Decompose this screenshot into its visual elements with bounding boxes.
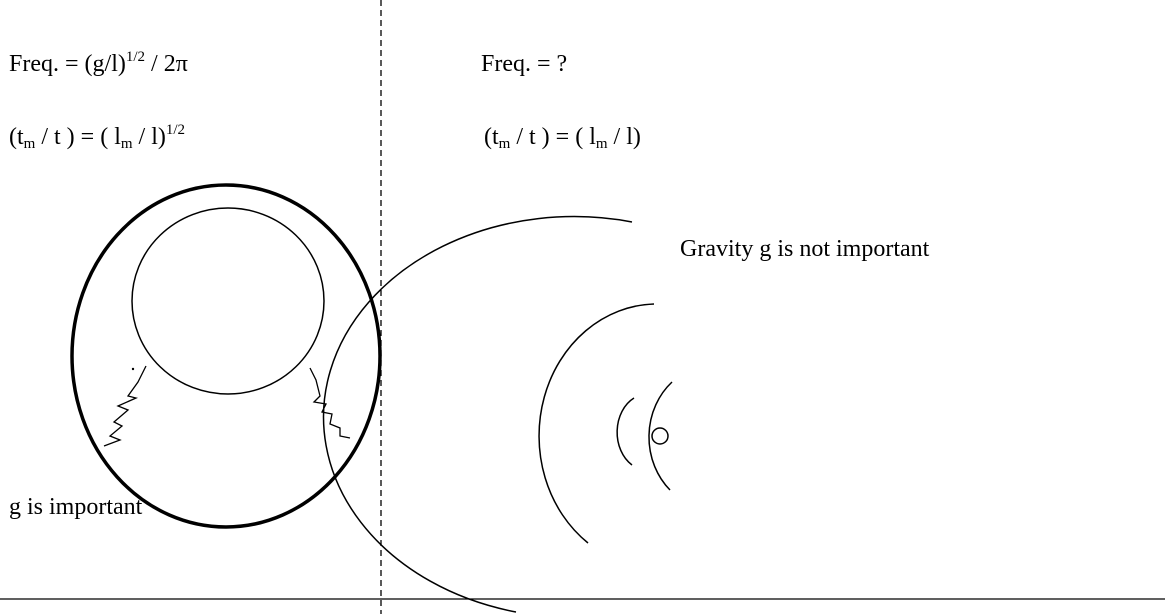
left-freq-exponent: 1/2 xyxy=(125,49,146,65)
right-ratio-t-sub: m xyxy=(498,136,511,152)
wave-front-2 xyxy=(648,381,673,491)
left-freq-prefix: Freq. = (g/l) xyxy=(9,51,126,77)
left-ratio-l-sub: m xyxy=(120,136,133,152)
left-ratio-end: / l) xyxy=(132,124,166,150)
left-caption: g is important xyxy=(9,494,143,520)
small-dot xyxy=(131,367,135,371)
right-zigzag-spring xyxy=(309,367,351,439)
wave-front-1 xyxy=(616,397,635,466)
right-frequency-formula: Freq. = ? xyxy=(481,51,568,77)
left-ratio-t-sub: m xyxy=(23,136,36,152)
wave-front-4 xyxy=(322,215,633,613)
left-ratio-mid: / t ) = ( l xyxy=(35,124,121,150)
wave-source-circle xyxy=(651,427,669,445)
left-ratio-t: (t xyxy=(9,124,24,150)
right-caption: Gravity g is not important xyxy=(680,236,930,262)
left-ratio-formula: (tm / t ) = ( lm / l)1/2 xyxy=(9,122,186,152)
right-ratio-t: (t xyxy=(484,124,499,150)
left-ratio-exponent: 1/2 xyxy=(165,122,186,138)
right-ratio-end: / l) xyxy=(607,124,641,150)
left-freq-suffix: / 2π xyxy=(145,51,188,77)
inner-circle xyxy=(131,207,325,395)
right-ratio-formula: (tm / t ) = ( lm / l) xyxy=(484,123,641,152)
outer-ring xyxy=(70,183,382,529)
right-ratio-mid: / t ) = ( l xyxy=(510,124,596,150)
wave-front-3 xyxy=(538,303,655,544)
left-frequency-formula: Freq. = (g/l)1/2 / 2π xyxy=(9,50,188,78)
right-ratio-l-sub: m xyxy=(595,136,608,152)
left-zigzag-spring xyxy=(103,365,147,447)
